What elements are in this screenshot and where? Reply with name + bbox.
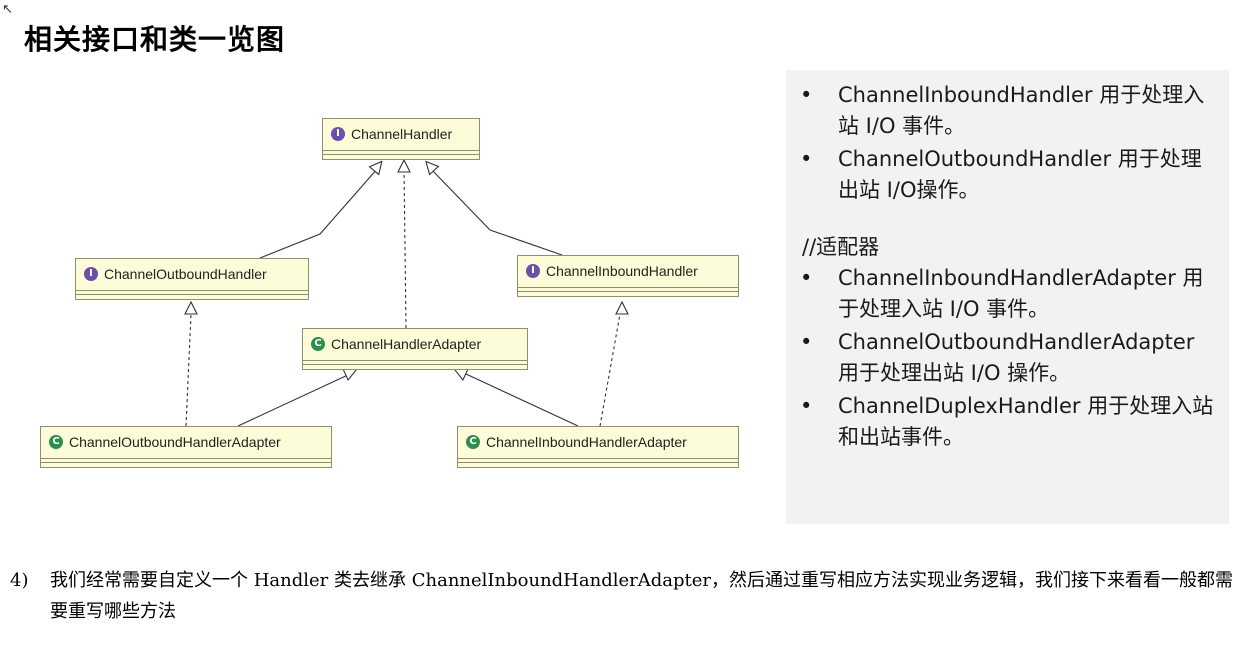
uml-box-label: ChannelInboundHandler <box>546 263 698 279</box>
uml-box-header: I ChannelOutboundHandler <box>76 259 308 289</box>
edge-inbound-to-handler <box>429 167 563 256</box>
note-item: • ChannelInboundHandler 用于处理入站 I/O 事件。 <box>798 80 1215 142</box>
bullet-icon: • <box>800 330 813 354</box>
uml-box-label: ChannelInboundHandlerAdapter <box>486 434 687 450</box>
class-icon: C <box>311 337 325 351</box>
notes-heading-adapters: //适配器 <box>802 235 880 259</box>
uml-box-label: ChannelOutboundHandlerAdapter <box>69 434 281 450</box>
arrowhead-icon <box>615 300 629 315</box>
cursor-arrow-icon: ↖ <box>2 2 13 17</box>
uml-box-header: C ChannelHandlerAdapter <box>303 329 527 359</box>
bullet-icon: • <box>800 147 813 171</box>
uml-box-divider <box>303 364 527 365</box>
uml-box-header: I ChannelInboundHandler <box>518 256 738 286</box>
arrowhead-icon <box>184 300 198 315</box>
note-text: ChannelInboundHandlerAdapter 用于处理入站 I/O … <box>838 266 1204 321</box>
uml-box-divider <box>323 154 479 155</box>
uml-box-inbound-adapter: C ChannelInboundHandlerAdapter <box>457 426 739 468</box>
uml-box-divider <box>41 462 331 463</box>
uml-box-inbound-handler: I ChannelInboundHandler <box>517 255 739 297</box>
class-icon: C <box>466 435 480 449</box>
uml-box-divider <box>458 462 738 463</box>
edge-inadapter-to-adapter <box>465 373 579 427</box>
uml-box-divider <box>323 150 479 151</box>
arrowhead-icon <box>368 160 383 176</box>
arrowhead-icon <box>397 158 411 173</box>
edge-inadapter-to-inhandler <box>599 313 621 427</box>
uml-box-divider <box>518 291 738 292</box>
uml-box-header: C ChannelInboundHandlerAdapter <box>458 427 738 457</box>
uml-box-divider <box>76 294 308 295</box>
list-number: 4) <box>10 570 29 591</box>
uml-box-label: ChannelOutboundHandler <box>104 266 267 282</box>
interface-icon: I <box>526 264 540 278</box>
edge-adapter-to-handler <box>403 167 407 329</box>
uml-box-outbound-adapter: C ChannelOutboundHandlerAdapter <box>40 426 332 468</box>
page-title: 相关接口和类一览图 <box>24 23 286 56</box>
uml-box-label: ChannelHandler <box>351 126 453 142</box>
note-text: ChannelOutboundHandler 用于处理出站 I/O操作。 <box>838 147 1202 202</box>
paragraph-text: 我们经常需要自定义一个 Handler 类去继承 ChannelInboundH… <box>50 570 1234 622</box>
arrowhead-icon <box>425 160 440 176</box>
note-item: • ChannelOutboundHandler 用于处理出站 I/O操作。 <box>798 144 1215 206</box>
note-text: ChannelInboundHandler 用于处理入站 I/O 事件。 <box>838 83 1205 138</box>
uml-box-divider <box>41 458 331 459</box>
uml-box-label: ChannelHandlerAdapter <box>331 336 482 352</box>
uml-box-divider <box>76 290 308 291</box>
uml-box-header: C ChannelOutboundHandlerAdapter <box>41 427 331 457</box>
note-item: • ChannelInboundHandlerAdapter 用于处理入站 I/O… <box>798 263 1215 325</box>
uml-box-header: I ChannelHandler <box>323 119 479 149</box>
note-item: • ChannelOutboundHandlerAdapter 用于处理出站 I/… <box>798 327 1215 389</box>
interface-icon: I <box>331 127 345 141</box>
bullet-icon: • <box>800 266 813 290</box>
class-icon: C <box>49 435 63 449</box>
uml-box-divider <box>303 360 527 361</box>
uml-box-handler-adapter: C ChannelHandlerAdapter <box>302 328 528 370</box>
notes-list-handlers: • ChannelInboundHandler 用于处理入站 I/O 事件。 • C… <box>798 80 1215 206</box>
body-paragraph: 4) 我们经常需要自定义一个 Handler 类去继承 ChannelInbou… <box>10 565 1235 627</box>
edge-outbound-to-handler <box>259 167 379 259</box>
note-item: • ChannelDuplexHandler 用于处理入站和出站事件。 <box>798 391 1215 453</box>
edge-outadapter-to-adapter <box>237 373 351 427</box>
uml-box-divider <box>518 287 738 288</box>
notes-panel: • ChannelInboundHandler 用于处理入站 I/O 事件。 • C… <box>786 70 1229 524</box>
edge-outadapter-to-outhandler <box>185 313 192 427</box>
notes-list-adapters: • ChannelInboundHandlerAdapter 用于处理入站 I/O… <box>798 263 1215 453</box>
bullet-icon: • <box>800 394 813 418</box>
interface-icon: I <box>84 267 98 281</box>
uml-box-outbound-handler: I ChannelOutboundHandler <box>75 258 309 300</box>
uml-box-divider <box>458 458 738 459</box>
note-text: ChannelDuplexHandler 用于处理入站和出站事件。 <box>838 394 1214 449</box>
note-text: ChannelOutboundHandlerAdapter 用于处理出站 I/O… <box>838 330 1195 385</box>
uml-box-channel-handler: I ChannelHandler <box>322 118 480 160</box>
bullet-icon: • <box>800 83 813 107</box>
